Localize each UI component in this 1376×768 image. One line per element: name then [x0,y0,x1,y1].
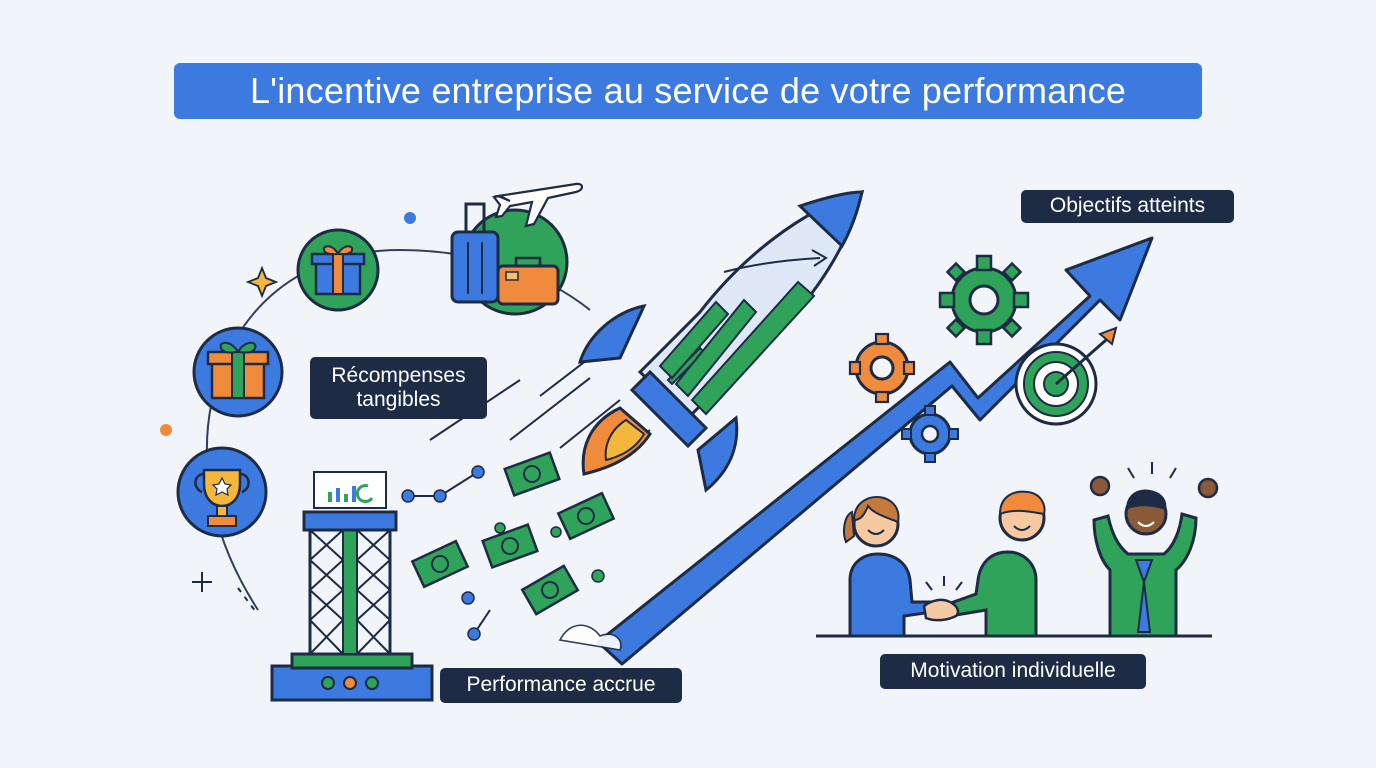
page-title: L'incentive entreprise au service de vot… [174,63,1202,119]
dot-chain [401,465,605,641]
label-recompenses-line1: Récompenses [331,363,466,387]
person-icon [816,462,1219,638]
target-icon [1014,326,1118,426]
airplane-icon [492,182,584,228]
arrow-trend-icon [558,236,1154,666]
label-motivation-individuelle: Motivation individuelle [880,654,1146,689]
luggage-icon [450,202,569,316]
gear-icon-orange [848,332,916,404]
rocket-icon [577,189,865,493]
launch-tower-icon [270,471,434,702]
banknote-icon [410,451,616,616]
gear-icon [938,254,1030,346]
handshake-icon [922,576,963,622]
label-recompenses-line2: tangibles [356,388,441,411]
trophy-icon [176,446,268,538]
gear-icon-blue [901,405,959,463]
label-recompenses-tangibles: Récompenses tangibles [310,357,487,419]
label-performance-accrue: Performance accrue [440,668,682,703]
sparkle-icon [245,265,279,299]
gift-icon [192,326,284,418]
gift-icon-green [296,228,380,312]
label-objectifs-atteints: Objectifs atteints [1021,190,1234,223]
bar-chart-icon [658,280,816,416]
